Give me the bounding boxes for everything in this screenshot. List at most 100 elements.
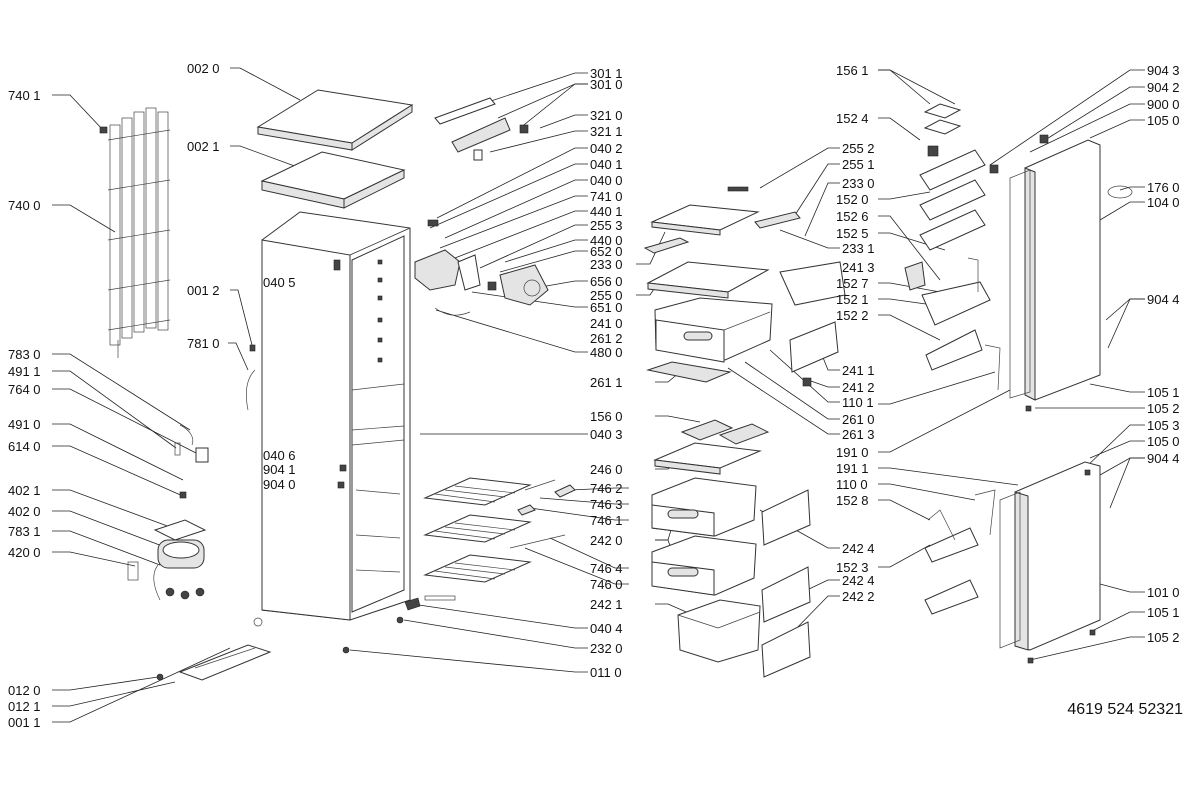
label-904-4-b: 904 4 xyxy=(1147,451,1180,466)
label-105-1-b: 105 1 xyxy=(1147,605,1180,620)
label-402-1: 402 1 xyxy=(8,483,41,498)
label-191-1: 191 1 xyxy=(836,461,869,476)
fan-housing xyxy=(414,219,549,316)
label-904-4-a: 904 4 xyxy=(1147,292,1180,307)
label-904-2: 904 2 xyxy=(1147,80,1180,95)
label-301-0: 301 0 xyxy=(590,77,623,92)
label-261-0: 261 0 xyxy=(842,412,875,427)
label-001-1: 001 1 xyxy=(8,715,41,730)
crisper-drawer xyxy=(654,297,773,363)
part-labels: 740 1 740 0 002 0 002 1 001 2 781 0 783 … xyxy=(8,61,1183,730)
label-440-1: 440 1 xyxy=(590,204,623,219)
freezer-drawer-1 xyxy=(651,477,757,537)
door-bin-large xyxy=(779,261,846,306)
label-740-0: 740 0 xyxy=(8,198,41,213)
label-241-3: 241 3 xyxy=(842,260,875,275)
top-cover xyxy=(256,89,414,151)
fridge-shelf xyxy=(650,186,760,236)
label-040-2: 040 2 xyxy=(590,141,623,156)
label-152-5: 152 5 xyxy=(836,226,869,241)
label-740-1: 740 1 xyxy=(8,88,41,103)
label-781-0: 781 0 xyxy=(187,336,220,351)
label-241-1: 241 1 xyxy=(842,363,875,378)
label-764-0: 764 0 xyxy=(8,382,41,397)
drain-hose xyxy=(245,369,256,411)
fridge-door xyxy=(1009,139,1133,401)
label-255-1: 255 1 xyxy=(842,157,875,172)
label-002-1: 002 1 xyxy=(187,139,220,154)
crisper-rail xyxy=(646,361,732,383)
label-491-1: 491 1 xyxy=(8,364,41,379)
label-152-8: 152 8 xyxy=(836,493,869,508)
label-651-0: 651 0 xyxy=(590,300,623,315)
label-152-6: 152 6 xyxy=(836,209,869,224)
label-402-0: 402 0 xyxy=(8,504,41,519)
shelf-trim-right xyxy=(754,211,801,229)
label-156-0: 156 0 xyxy=(590,409,623,424)
fridge-shelf-lower xyxy=(646,261,770,299)
label-105-2-b: 105 2 xyxy=(1147,630,1180,645)
label-301-1: 301 1 xyxy=(590,66,623,81)
top-cover-lower xyxy=(260,151,406,209)
rack-clips xyxy=(342,479,576,654)
crisper-front xyxy=(789,321,839,387)
label-440-0: 440 0 xyxy=(590,233,623,248)
label-105-0-a: 105 0 xyxy=(1147,113,1180,128)
label-242-4-b: 242 4 xyxy=(842,573,875,588)
label-255-2: 255 2 xyxy=(842,141,875,156)
label-746-2: 746 2 xyxy=(590,481,623,496)
ice-tray xyxy=(680,419,770,445)
label-152-0: 152 0 xyxy=(836,192,869,207)
label-656-0: 656 0 xyxy=(590,274,623,289)
label-904-3: 904 3 xyxy=(1147,63,1180,78)
label-261-2: 261 2 xyxy=(590,331,623,346)
wire-rack-2 xyxy=(423,514,532,543)
wire-rack-3 xyxy=(423,554,532,583)
label-191-0: 191 0 xyxy=(836,445,869,460)
shelf-trim xyxy=(643,237,690,254)
label-746-0: 746 0 xyxy=(590,577,623,592)
label-040-0: 040 0 xyxy=(590,173,623,188)
label-152-2: 152 2 xyxy=(836,308,869,323)
label-232-0: 232 0 xyxy=(590,641,623,656)
freezer-drawer-3 xyxy=(677,599,761,663)
label-242-0: 242 0 xyxy=(590,533,623,548)
label-241-2: 241 2 xyxy=(842,380,875,395)
freezer-drawer-2 xyxy=(651,535,757,596)
label-242-1: 242 1 xyxy=(590,597,623,612)
door-balconies xyxy=(904,103,1049,391)
label-176-0: 176 0 xyxy=(1147,180,1180,195)
label-246-0: 246 0 xyxy=(590,462,623,477)
label-480-0: 480 0 xyxy=(590,345,623,360)
label-105-2-a: 105 2 xyxy=(1147,401,1180,416)
label-491-0: 491 0 xyxy=(8,417,41,432)
label-255-3: 255 3 xyxy=(590,218,623,233)
label-904-1: 904 1 xyxy=(263,462,296,477)
drawer-fronts xyxy=(761,489,811,678)
label-105-3: 105 3 xyxy=(1147,418,1180,433)
label-040-6: 040 6 xyxy=(263,448,296,463)
label-233-0: 233 0 xyxy=(842,176,875,191)
label-261-1: 261 1 xyxy=(590,375,623,390)
label-040-3: 040 3 xyxy=(590,427,623,442)
freezer-door xyxy=(999,405,1101,664)
label-152-4: 152 4 xyxy=(836,111,869,126)
freezer-tray xyxy=(653,442,762,475)
label-783-0: 783 0 xyxy=(8,347,41,362)
freezer-door-bins xyxy=(924,489,996,615)
drain-plug xyxy=(249,344,256,352)
condenser-coil xyxy=(99,107,171,358)
wire-rack-1 xyxy=(423,477,532,506)
label-152-1: 152 1 xyxy=(836,292,869,307)
label-321-1: 321 1 xyxy=(590,124,623,139)
label-002-0: 002 0 xyxy=(187,61,220,76)
document-number: 4619 524 52321 xyxy=(1067,701,1183,718)
label-746-1: 746 1 xyxy=(590,513,623,528)
label-040-5: 040 5 xyxy=(263,275,296,290)
label-746-3: 746 3 xyxy=(590,497,623,512)
label-001-2: 001 2 xyxy=(187,283,220,298)
label-904-0: 904 0 xyxy=(263,477,296,492)
label-242-2: 242 2 xyxy=(842,589,875,604)
label-321-0: 321 0 xyxy=(590,108,623,123)
